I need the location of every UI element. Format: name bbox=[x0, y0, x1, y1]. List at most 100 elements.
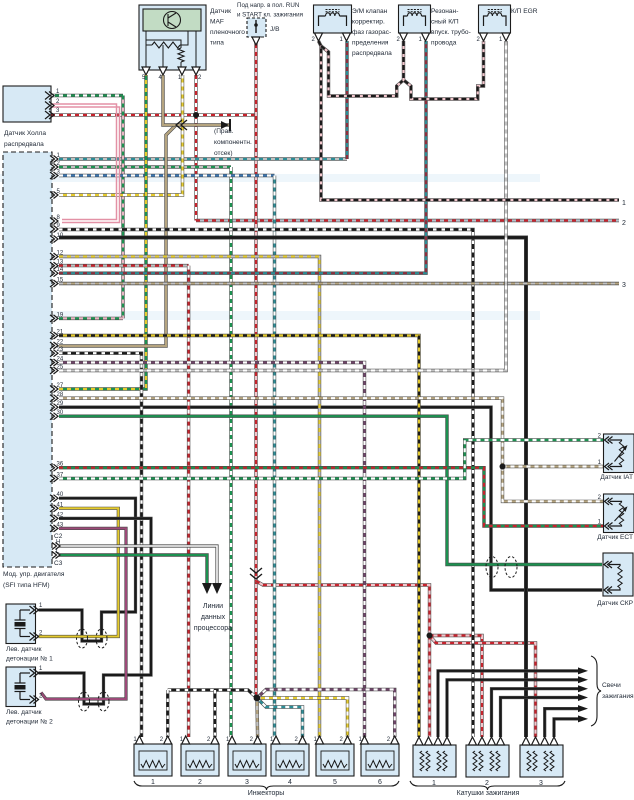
svg-text:15: 15 bbox=[57, 278, 64, 284]
svg-text:2: 2 bbox=[39, 694, 43, 700]
svg-text:2: 2 bbox=[340, 737, 344, 743]
svg-text:2: 2 bbox=[485, 780, 489, 787]
svg-text:21: 21 bbox=[57, 330, 64, 336]
svg-text:2: 2 bbox=[56, 99, 60, 105]
svg-text:корректир.: корректир. bbox=[352, 19, 385, 26]
svg-text:(SFI типа HFM): (SFI типа HFM) bbox=[3, 582, 50, 589]
svg-text:данных: данных bbox=[201, 614, 226, 621]
svg-text:Свечи: Свечи bbox=[602, 682, 621, 689]
svg-text:37: 37 bbox=[57, 473, 64, 479]
svg-text:1: 1 bbox=[39, 666, 43, 672]
svg-text:зажигания: зажигания bbox=[602, 693, 634, 700]
svg-text:распредвала: распредвала bbox=[352, 50, 392, 57]
svg-text:компонентн.: компонентн. bbox=[214, 139, 252, 146]
svg-text:1: 1 bbox=[598, 460, 602, 466]
svg-text:Катушки зажигания: Катушки зажигания bbox=[457, 790, 520, 797]
svg-text:8: 8 bbox=[57, 215, 61, 221]
svg-text:2: 2 bbox=[207, 737, 211, 743]
svg-text:Датчик ЕСТ: Датчик ЕСТ bbox=[597, 534, 633, 541]
svg-text:C3: C3 bbox=[54, 560, 63, 567]
svg-text:Э/М клапан: Э/М клапан bbox=[352, 8, 388, 15]
svg-text:2: 2 bbox=[160, 737, 164, 743]
svg-text:2: 2 bbox=[312, 37, 316, 43]
svg-text:1: 1 bbox=[419, 37, 423, 43]
svg-text:типа: типа bbox=[210, 40, 224, 47]
svg-text:Линии: Линии bbox=[203, 603, 223, 610]
svg-text:24: 24 bbox=[57, 357, 64, 363]
svg-text:1: 1 bbox=[270, 737, 274, 743]
svg-text:1: 1 bbox=[57, 153, 61, 159]
svg-text:К/П EGR: К/П EGR bbox=[511, 8, 538, 15]
svg-text:23: 23 bbox=[57, 347, 64, 353]
svg-text:впуск. трубо-: впуск. трубо- bbox=[431, 28, 471, 36]
svg-text:1: 1 bbox=[151, 779, 155, 786]
svg-text:40: 40 bbox=[57, 492, 64, 498]
svg-text:и START кл. зажигания: и START кл. зажигания bbox=[237, 12, 303, 19]
svg-text:30: 30 bbox=[57, 410, 64, 416]
svg-text:41: 41 bbox=[57, 502, 64, 508]
svg-text:распредвала: распредвала bbox=[4, 141, 44, 148]
svg-text:Лев. датчик: Лев. датчик bbox=[6, 709, 42, 716]
svg-text:1: 1 bbox=[178, 75, 182, 81]
svg-text:22: 22 bbox=[57, 340, 64, 346]
svg-text:36: 36 bbox=[57, 462, 64, 468]
svg-text:2: 2 bbox=[397, 37, 401, 43]
svg-text:Лев. датчик: Лев. датчик bbox=[6, 646, 42, 653]
svg-text:Датчик: Датчик bbox=[210, 8, 231, 15]
svg-text:12: 12 bbox=[57, 251, 64, 257]
svg-text:4: 4 bbox=[288, 779, 292, 786]
svg-text:19: 19 bbox=[57, 312, 64, 318]
svg-text:пределения: пределения bbox=[352, 40, 389, 47]
svg-text:2: 2 bbox=[387, 737, 391, 743]
svg-text:2: 2 bbox=[198, 75, 202, 81]
svg-text:Под напр. в пол. RUN: Под напр. в пол. RUN bbox=[237, 2, 299, 9]
svg-text:1: 1 bbox=[56, 89, 60, 95]
svg-text:C2: C2 bbox=[54, 533, 63, 540]
svg-text:процессора: процессора bbox=[194, 625, 232, 632]
svg-text:сный К/П: сный К/П bbox=[431, 18, 459, 26]
svg-text:детонации № 2: детонации № 2 bbox=[6, 719, 53, 726]
svg-text:1: 1 bbox=[133, 737, 137, 743]
svg-text:27: 27 bbox=[57, 383, 64, 389]
svg-text:Датчик СКР: Датчик СКР bbox=[597, 600, 633, 607]
svg-text:2: 2 bbox=[250, 737, 254, 743]
svg-text:2: 2 bbox=[295, 737, 299, 743]
svg-text:42: 42 bbox=[57, 512, 64, 518]
svg-text:1: 1 bbox=[432, 780, 436, 787]
svg-text:MAF: MAF bbox=[210, 19, 224, 26]
svg-text:14: 14 bbox=[57, 267, 64, 273]
svg-text:5: 5 bbox=[142, 75, 146, 81]
svg-text:Резонан-: Резонан- bbox=[431, 8, 458, 15]
svg-text:(Прав.: (Прав. bbox=[214, 128, 234, 135]
svg-text:1: 1 bbox=[226, 737, 230, 743]
svg-text:10: 10 bbox=[57, 233, 64, 239]
svg-text:отсек): отсек) bbox=[214, 150, 233, 157]
svg-text:2: 2 bbox=[477, 37, 481, 43]
svg-text:2: 2 bbox=[198, 779, 202, 786]
svg-text:3: 3 bbox=[57, 170, 61, 176]
svg-text:3: 3 bbox=[622, 282, 626, 289]
svg-text:25: 25 bbox=[57, 365, 64, 371]
svg-text:2: 2 bbox=[598, 495, 602, 501]
svg-text:5: 5 bbox=[57, 189, 61, 195]
svg-text:1: 1 bbox=[180, 737, 184, 743]
svg-text:28: 28 bbox=[57, 392, 64, 398]
svg-text:43: 43 bbox=[57, 522, 64, 528]
svg-text:6: 6 bbox=[378, 779, 382, 786]
svg-text:пленочного: пленочного bbox=[210, 29, 245, 36]
svg-text:1: 1 bbox=[598, 520, 602, 526]
svg-text:2: 2 bbox=[598, 434, 602, 440]
svg-text:1: 1 bbox=[314, 737, 318, 743]
svg-text:1: 1 bbox=[39, 603, 43, 609]
svg-text:детонации № 1: детонации № 1 bbox=[6, 656, 53, 663]
svg-text:1: 1 bbox=[499, 37, 503, 43]
svg-text:2: 2 bbox=[622, 220, 626, 227]
svg-text:1: 1 bbox=[359, 737, 363, 743]
svg-text:фаз газорас-: фаз газорас- bbox=[352, 29, 391, 36]
svg-text:1: 1 bbox=[340, 37, 344, 43]
svg-text:H: H bbox=[56, 540, 60, 546]
svg-text:L: L bbox=[56, 549, 60, 555]
svg-text:4: 4 bbox=[159, 75, 163, 81]
svg-text:13: 13 bbox=[57, 260, 64, 266]
svg-text:Инжекторы: Инжекторы bbox=[248, 790, 285, 797]
